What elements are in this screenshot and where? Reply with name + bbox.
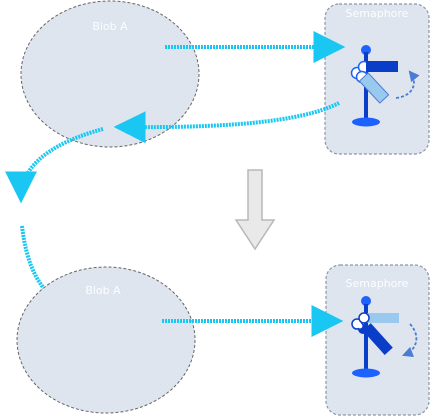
bottom-ellipse: Blob A — [16, 266, 196, 414]
semaphore-flag-icon — [350, 45, 398, 127]
bottom-panel-label: Semaphore — [346, 277, 409, 290]
top-ellipse-label: Blob A — [92, 20, 128, 33]
top-panel-label: Semaphore — [346, 7, 409, 20]
top-ellipse: Blob A — [20, 0, 200, 148]
top-panel: Semaphore — [324, 3, 430, 155]
top-dashed-arrow — [395, 70, 420, 99]
return-arrow — [113, 101, 340, 144]
bottom-ellipse-label: Blob A — [85, 284, 121, 297]
semaphore-flag-icon — [351, 296, 399, 378]
down-arrow-icon — [234, 169, 276, 251]
left-flow-arrow — [5, 127, 104, 204]
